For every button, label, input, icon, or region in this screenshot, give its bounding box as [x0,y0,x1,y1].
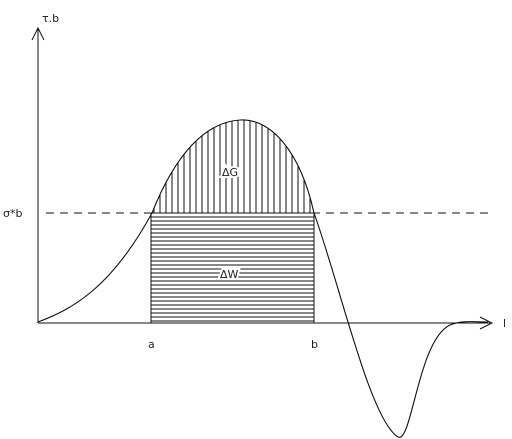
y-axis-arrow-icon [31,26,45,41]
delta-g-label: ΔG [222,166,238,179]
point-a-label: a [148,338,155,351]
point-b-label: b [311,338,318,351]
x-axis-label: l [503,317,506,330]
x-axis-arrow-icon [479,316,494,330]
threshold-label: σ*b [3,207,22,220]
y-axis-label: τ.b [42,12,59,25]
delta-g-hatch [153,119,311,213]
stress-curve [37,119,489,438]
delta-w-label: ΔW [220,268,239,281]
delta-w-hatch [151,216,314,322]
